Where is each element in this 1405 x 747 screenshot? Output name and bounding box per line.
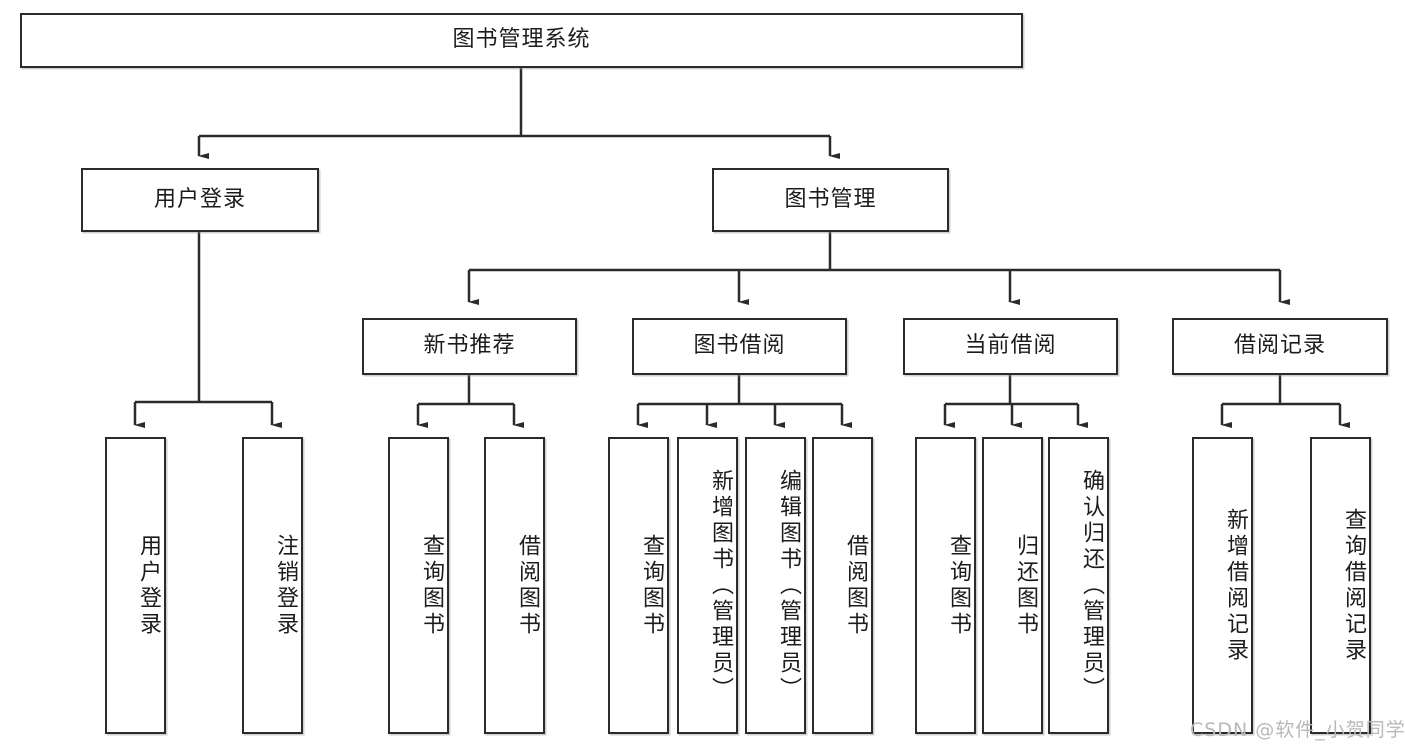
leaf-new-book-query[interactable]: 查询图书 [388,437,449,734]
leaf-user-login-signin[interactable]: 用户登录 [105,437,166,734]
node-book-management[interactable]: 图书管理 [712,168,949,232]
leaf-book-borrow-edit[interactable]: 编辑图书（管理员） [745,437,806,734]
node-book-borrow[interactable]: 图书借阅 [632,318,847,375]
leaf-borrow-record-add[interactable]: 新增借阅记录 [1192,437,1253,734]
node-label: 借阅图书 [843,533,868,638]
node-label: 注销登录 [273,533,298,638]
csdn-watermark: CSDN @软件_小贺同学 [1190,719,1405,741]
node-label: 查询图书 [946,533,971,638]
leaf-user-login-signout[interactable]: 注销登录 [242,437,303,734]
node-label: 编辑图书（管理员） [776,468,801,703]
leaf-current-borrow-confirm-return[interactable]: 确认归还（管理员） [1048,437,1109,734]
node-label: 查询图书 [639,533,664,638]
node-label: 图书管理 [784,186,877,212]
node-label: 图书借阅 [693,333,786,359]
node-label: 用户登录 [153,186,246,212]
node-label: 当前借阅 [964,333,1057,359]
node-label: 查询借阅记录 [1341,507,1366,664]
node-user-login[interactable]: 用户登录 [81,168,319,232]
node-current-borrow[interactable]: 当前借阅 [903,318,1118,375]
leaf-current-borrow-return[interactable]: 归还图书 [982,437,1043,734]
leaf-book-borrow-borrow[interactable]: 借阅图书 [812,437,873,734]
node-root-system[interactable]: 图书管理系统 [20,13,1023,68]
leaf-book-borrow-query[interactable]: 查询图书 [608,437,669,734]
node-label: 用户登录 [136,533,161,638]
node-new-book-recommend[interactable]: 新书推荐 [362,318,577,375]
leaf-book-borrow-add[interactable]: 新增图书（管理员） [677,437,738,734]
node-label: 图书管理系统 [452,27,591,53]
node-borrow-record[interactable]: 借阅记录 [1172,318,1388,375]
leaf-current-borrow-query[interactable]: 查询图书 [915,437,976,734]
node-label: 确认归还（管理员） [1079,468,1104,703]
node-label: 新增借阅记录 [1223,507,1248,664]
leaf-new-book-borrow[interactable]: 借阅图书 [484,437,545,734]
node-label: 借阅记录 [1233,333,1326,359]
leaf-borrow-record-query[interactable]: 查询借阅记录 [1310,437,1371,734]
node-label: 借阅图书 [515,533,540,638]
node-label: 查询图书 [419,533,444,638]
node-label: 新书推荐 [423,333,516,359]
node-label: 新增图书（管理员） [708,468,733,703]
node-label: 归还图书 [1013,533,1038,638]
